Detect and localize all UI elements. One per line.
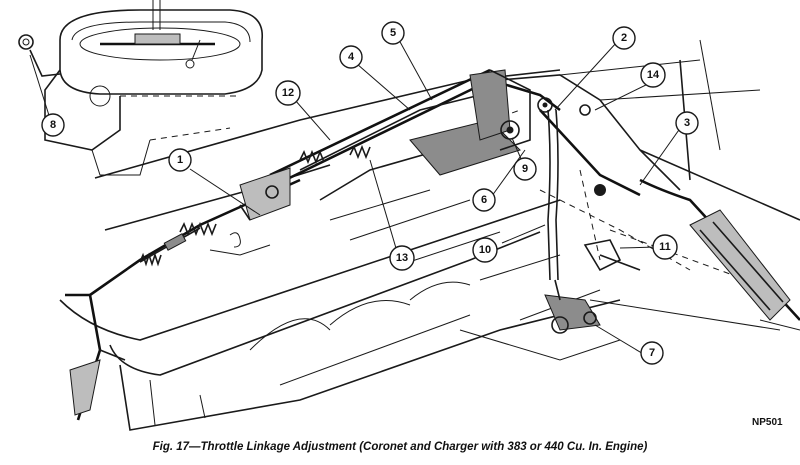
callout-8: 8: [41, 113, 65, 137]
callout-14: 14: [640, 62, 666, 88]
return-springs: [139, 144, 371, 267]
callout-1-label: 1: [177, 154, 183, 166]
callout-8-label: 8: [50, 119, 56, 131]
callout-6-label: 6: [481, 194, 487, 206]
callout-6: 6: [472, 188, 496, 212]
callout-12: 12: [275, 80, 301, 106]
callout-4: 4: [339, 45, 363, 69]
callout-4-label: 4: [348, 51, 355, 63]
callout-7-label: 7: [649, 347, 655, 359]
callout-7: 7: [640, 341, 664, 365]
callout-2: 2: [612, 26, 636, 50]
callout-5-label: 5: [390, 27, 396, 39]
callout-3-label: 3: [684, 117, 690, 129]
callout-13: 13: [389, 245, 415, 271]
callout-11-label: 11: [659, 241, 671, 253]
bellcrank-bracket: [239, 69, 606, 221]
figure-caption: Fig. 17—Throttle Linkage Adjustment (Cor…: [152, 441, 648, 453]
callout-10-label: 10: [479, 244, 491, 256]
callout-leaders: [29, 39, 682, 356]
firewall-outline: [499, 39, 800, 221]
callout-10: 10: [472, 237, 498, 263]
figure-reference-code: NP501: [752, 417, 783, 428]
kickdown-lever-assembly: [544, 239, 641, 334]
callout-14-label: 14: [647, 69, 660, 81]
callout-2-label: 2: [621, 32, 627, 44]
lower-lever: [65, 232, 241, 421]
callout-9-label: 9: [522, 163, 528, 175]
callout-3: 3: [675, 111, 699, 135]
callout-9: 9: [513, 157, 537, 181]
accelerator-pedal: [639, 178, 800, 331]
callout-5: 5: [381, 21, 405, 45]
callout-1: 1: [168, 148, 192, 172]
carburetor-illustration: [18, 0, 263, 176]
callout-12-label: 12: [282, 87, 294, 99]
linkage-rods: [89, 68, 641, 297]
callout-13-label: 13: [396, 252, 408, 264]
callout-11: 11: [652, 234, 678, 260]
